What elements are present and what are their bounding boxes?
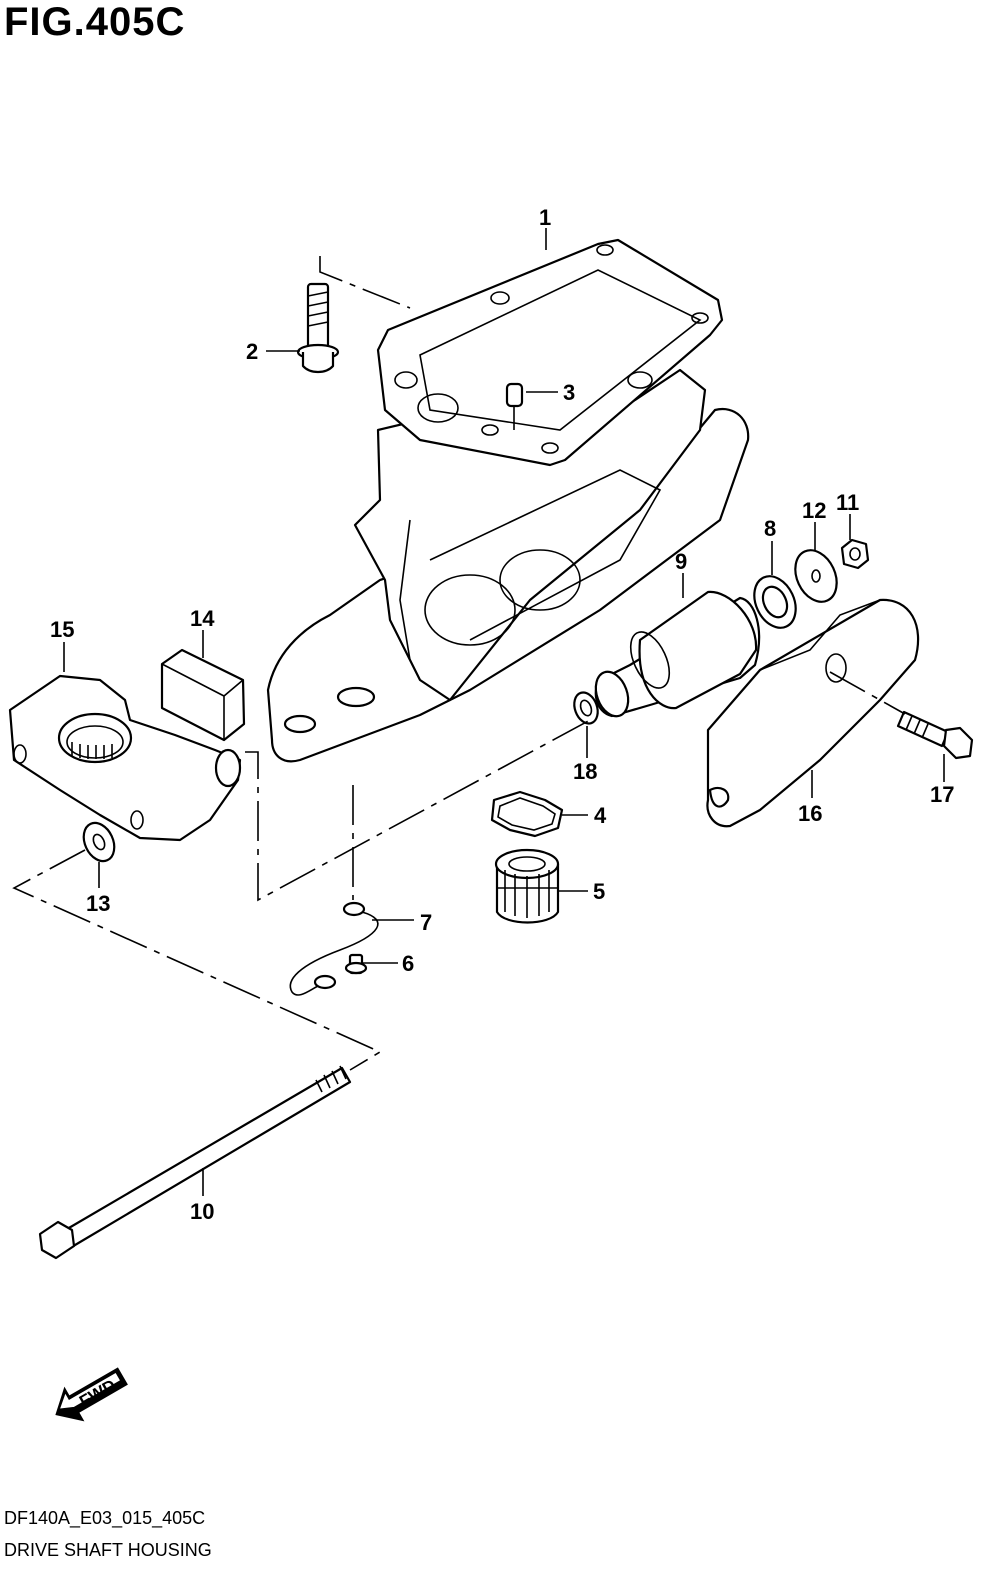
callout-18: 18: [573, 759, 597, 784]
callout-8: 8: [764, 516, 776, 541]
pad-14: [160, 648, 246, 742]
gasket-4: [490, 790, 564, 838]
drawing-code: DF140A_E03_015_405C: [4, 1508, 206, 1528]
nut-11: [840, 538, 870, 570]
callout-6: 6: [402, 951, 414, 976]
callout-1: 1: [539, 205, 551, 230]
washer-18: [573, 691, 599, 725]
callout-leaders: [63, 228, 945, 1196]
mount-cover-16: [706, 598, 920, 828]
callout-5: 5: [593, 879, 605, 904]
callout-12: 12: [802, 498, 826, 523]
mount-9: [594, 590, 761, 718]
bushing-5: [494, 848, 560, 924]
callout-10: 10: [190, 1199, 214, 1224]
callout-14: 14: [190, 606, 215, 631]
callout-2: 2: [246, 339, 258, 364]
callout-3: 3: [563, 380, 575, 405]
callout-11: 11: [836, 490, 859, 515]
bolt-2: [296, 282, 340, 374]
washer-13: [82, 821, 116, 863]
ground-wire-7: [289, 901, 379, 996]
bolt-17: [896, 710, 974, 760]
figure-title: FIG.405C: [4, 0, 186, 44]
washer-12: [794, 549, 838, 603]
callout-4: 4: [594, 803, 607, 828]
screw-6: [344, 953, 368, 975]
callout-labels: 1 2 3 4 5 6 7 8 9 10 11 12 13 14 15 16 1…: [50, 205, 954, 1224]
callout-7: 7: [420, 910, 432, 935]
dowel-pin-3: [505, 382, 524, 430]
diagram-caption: DRIVE SHAFT HOUSING: [4, 1540, 212, 1560]
long-bolt-10: [38, 1065, 352, 1260]
callout-16: 16: [798, 801, 822, 826]
callout-13: 13: [86, 891, 110, 916]
washer-8: [753, 575, 797, 629]
callout-15: 15: [50, 617, 74, 642]
callout-17: 17: [930, 782, 954, 807]
assembly-lines: [12, 256, 906, 1071]
callout-9: 9: [675, 549, 687, 574]
drive-shaft-housing: [266, 238, 750, 763]
mount-bracket-15: [8, 674, 242, 842]
fwd-arrow-icon: FWD: [55, 1367, 128, 1422]
